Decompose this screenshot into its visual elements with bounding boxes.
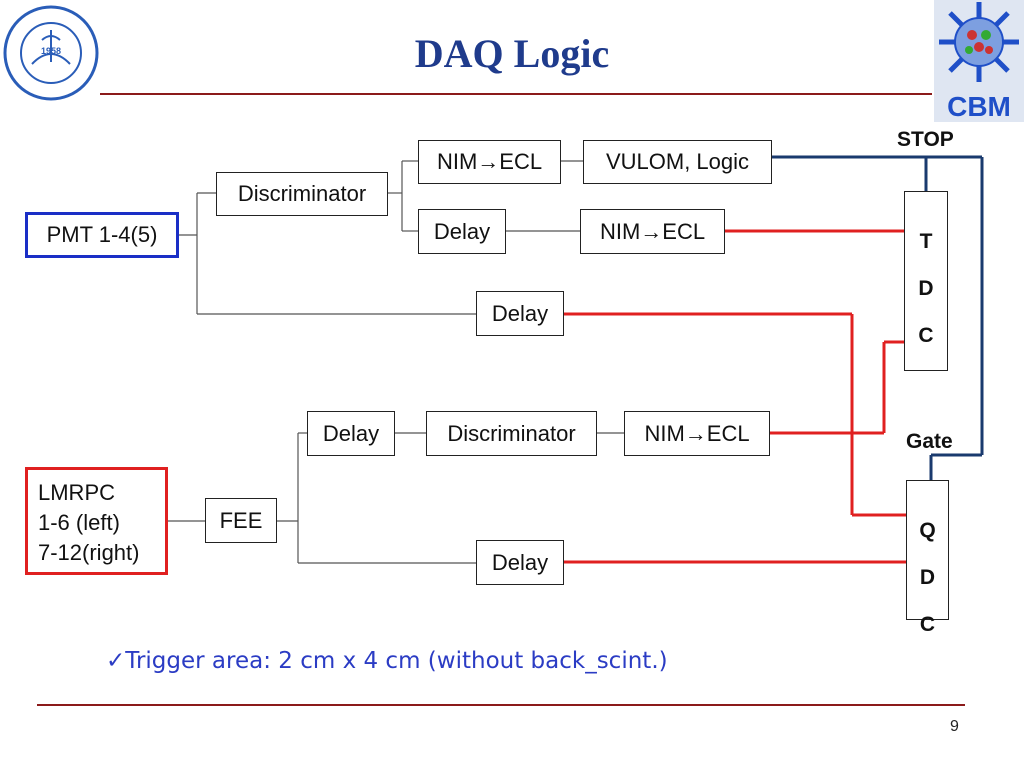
trigger-area-bullet: ✓Trigger area: 2 cm x 4 cm (without back… [106,648,668,674]
vulom-logic-box: VULOM, Logic [583,140,772,184]
lmrpc-line2: 1-6 (left) [38,510,120,535]
discriminator-bottom-box: Discriminator [426,411,597,456]
qdc-box: Q D C [906,480,949,636]
header-rule [100,93,932,95]
gate-label: Gate [906,430,953,453]
stop-label: STOP [897,128,954,151]
cbm-logo-text: CBM [947,91,1011,122]
fee-box: FEE [205,498,277,543]
footer-rule [37,704,965,706]
tdc-letter-d: D [918,277,934,300]
qdc-letter-q: Q [919,519,936,542]
checkmark-icon: ✓ [106,648,126,674]
tdc-letter-c: C [918,324,934,347]
page-title: DAQ Logic [414,31,610,76]
delay-box-1: Delay [418,209,506,254]
pmt-box: PMT 1-4(5) [25,212,179,258]
lmrpc-box: LMRPC 1-6 (left) 7-12(right) [25,467,168,575]
trigger-area-text: Trigger area: 2 cm x 4 cm (without back_… [125,648,668,674]
qdc-letter-c: C [919,613,936,636]
tdc-box: T D C [904,191,948,371]
tdc-letter-t: T [919,230,933,253]
nim-ecl-box-2: NIM→ECL [580,209,725,254]
lmrpc-line1: LMRPC [38,480,116,505]
discriminator-top-box: Discriminator [216,172,388,216]
delay-box-4: Delay [476,540,564,585]
cbm-logo: CBM [934,0,1024,122]
page-number: 9 [950,718,959,735]
lmrpc-line3: 7-12(right) [38,540,140,565]
university-logo: 1958 [2,4,100,102]
nim-ecl-box-1: NIM→ECL [418,140,561,184]
qdc-letter-d: D [919,566,936,589]
university-logo-year: 1958 [41,46,61,56]
delay-box-2: Delay [476,291,564,336]
nim-ecl-box-3: NIM→ECL [624,411,770,456]
delay-box-3: Delay [307,411,395,456]
